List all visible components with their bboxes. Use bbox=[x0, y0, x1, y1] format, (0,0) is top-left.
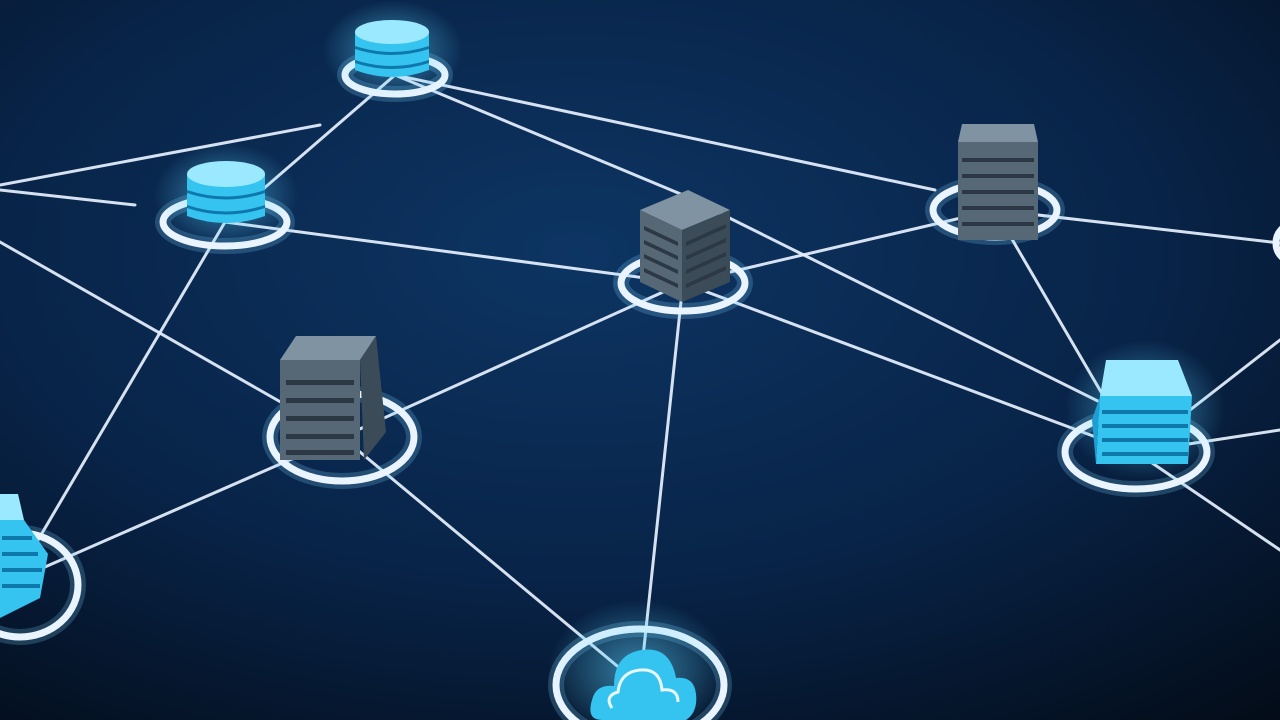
ring-partial bbox=[1272, 226, 1280, 260]
link bbox=[0, 123, 322, 187]
link bbox=[993, 208, 1280, 245]
link bbox=[0, 188, 137, 207]
server-icon bbox=[0, 494, 48, 618]
database-icon bbox=[187, 161, 265, 223]
link bbox=[393, 73, 937, 192]
link bbox=[681, 281, 1138, 454]
link bbox=[223, 220, 685, 285]
database-icon bbox=[355, 20, 429, 77]
server-icon bbox=[640, 190, 730, 302]
server-icon bbox=[958, 124, 1038, 240]
link bbox=[681, 193, 1138, 422]
server-icon bbox=[280, 336, 386, 460]
server-icon bbox=[1092, 360, 1192, 464]
link bbox=[36, 220, 227, 542]
cloud-icon bbox=[590, 649, 697, 720]
link bbox=[393, 73, 685, 197]
